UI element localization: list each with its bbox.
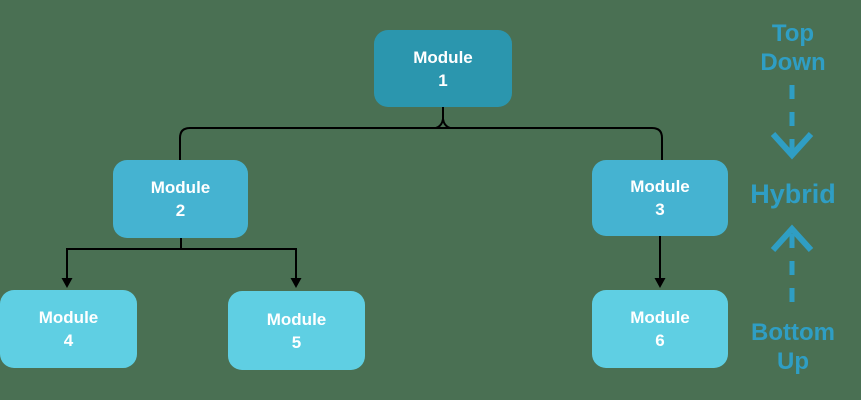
connector-module1-stem bbox=[435, 107, 451, 129]
legend-bottom-up-line1: Bottom bbox=[751, 319, 835, 346]
node-module-2-title: Module bbox=[150, 178, 211, 197]
arrowhead-into-module6-icon bbox=[654, 278, 666, 288]
node-module-1: Module 1 bbox=[374, 30, 512, 107]
node-module-6-title: Module bbox=[630, 308, 690, 327]
bottom-up-arrow-icon bbox=[770, 224, 814, 302]
node-module-2: Module 2 bbox=[113, 160, 248, 238]
node-module-5-title: Module bbox=[266, 309, 327, 329]
connector-module2-to-children bbox=[66, 238, 297, 279]
node-module-5: Module 5 bbox=[228, 291, 365, 370]
arrowhead-into-module4-icon bbox=[61, 278, 73, 288]
connector-module1-to-children bbox=[179, 127, 663, 160]
node-module-4: Module 4 bbox=[0, 290, 137, 368]
node-module-4-number: 4 bbox=[63, 331, 74, 350]
node-module-1-title: Module bbox=[413, 47, 473, 67]
top-down-arrow-icon bbox=[770, 85, 814, 160]
node-module-3-number: 3 bbox=[655, 200, 665, 219]
node-module-3: Module 3 bbox=[592, 160, 728, 236]
arrowhead-into-module5-icon bbox=[290, 278, 302, 288]
node-module-3-title: Module bbox=[630, 177, 690, 196]
legend-top-down: Top Down bbox=[740, 19, 846, 77]
legend-bottom-up: Bottom Up bbox=[740, 318, 846, 376]
node-module-1-number: 1 bbox=[438, 70, 448, 90]
node-module-2-number: 2 bbox=[175, 201, 186, 220]
legend-hybrid: Hybrid bbox=[750, 179, 836, 209]
legend-bottom-up-line2: Up bbox=[777, 348, 809, 375]
node-module-6-number: 6 bbox=[655, 331, 665, 350]
chevron-up-icon bbox=[770, 224, 814, 253]
legend-top-down-line1: Top bbox=[771, 20, 815, 47]
legend-top-down-line2: Down bbox=[760, 49, 826, 76]
node-module-5-number: 5 bbox=[291, 332, 302, 352]
chevron-down-icon bbox=[770, 131, 814, 160]
node-module-6: Module 6 bbox=[592, 290, 728, 368]
node-module-4-title: Module bbox=[38, 308, 99, 327]
